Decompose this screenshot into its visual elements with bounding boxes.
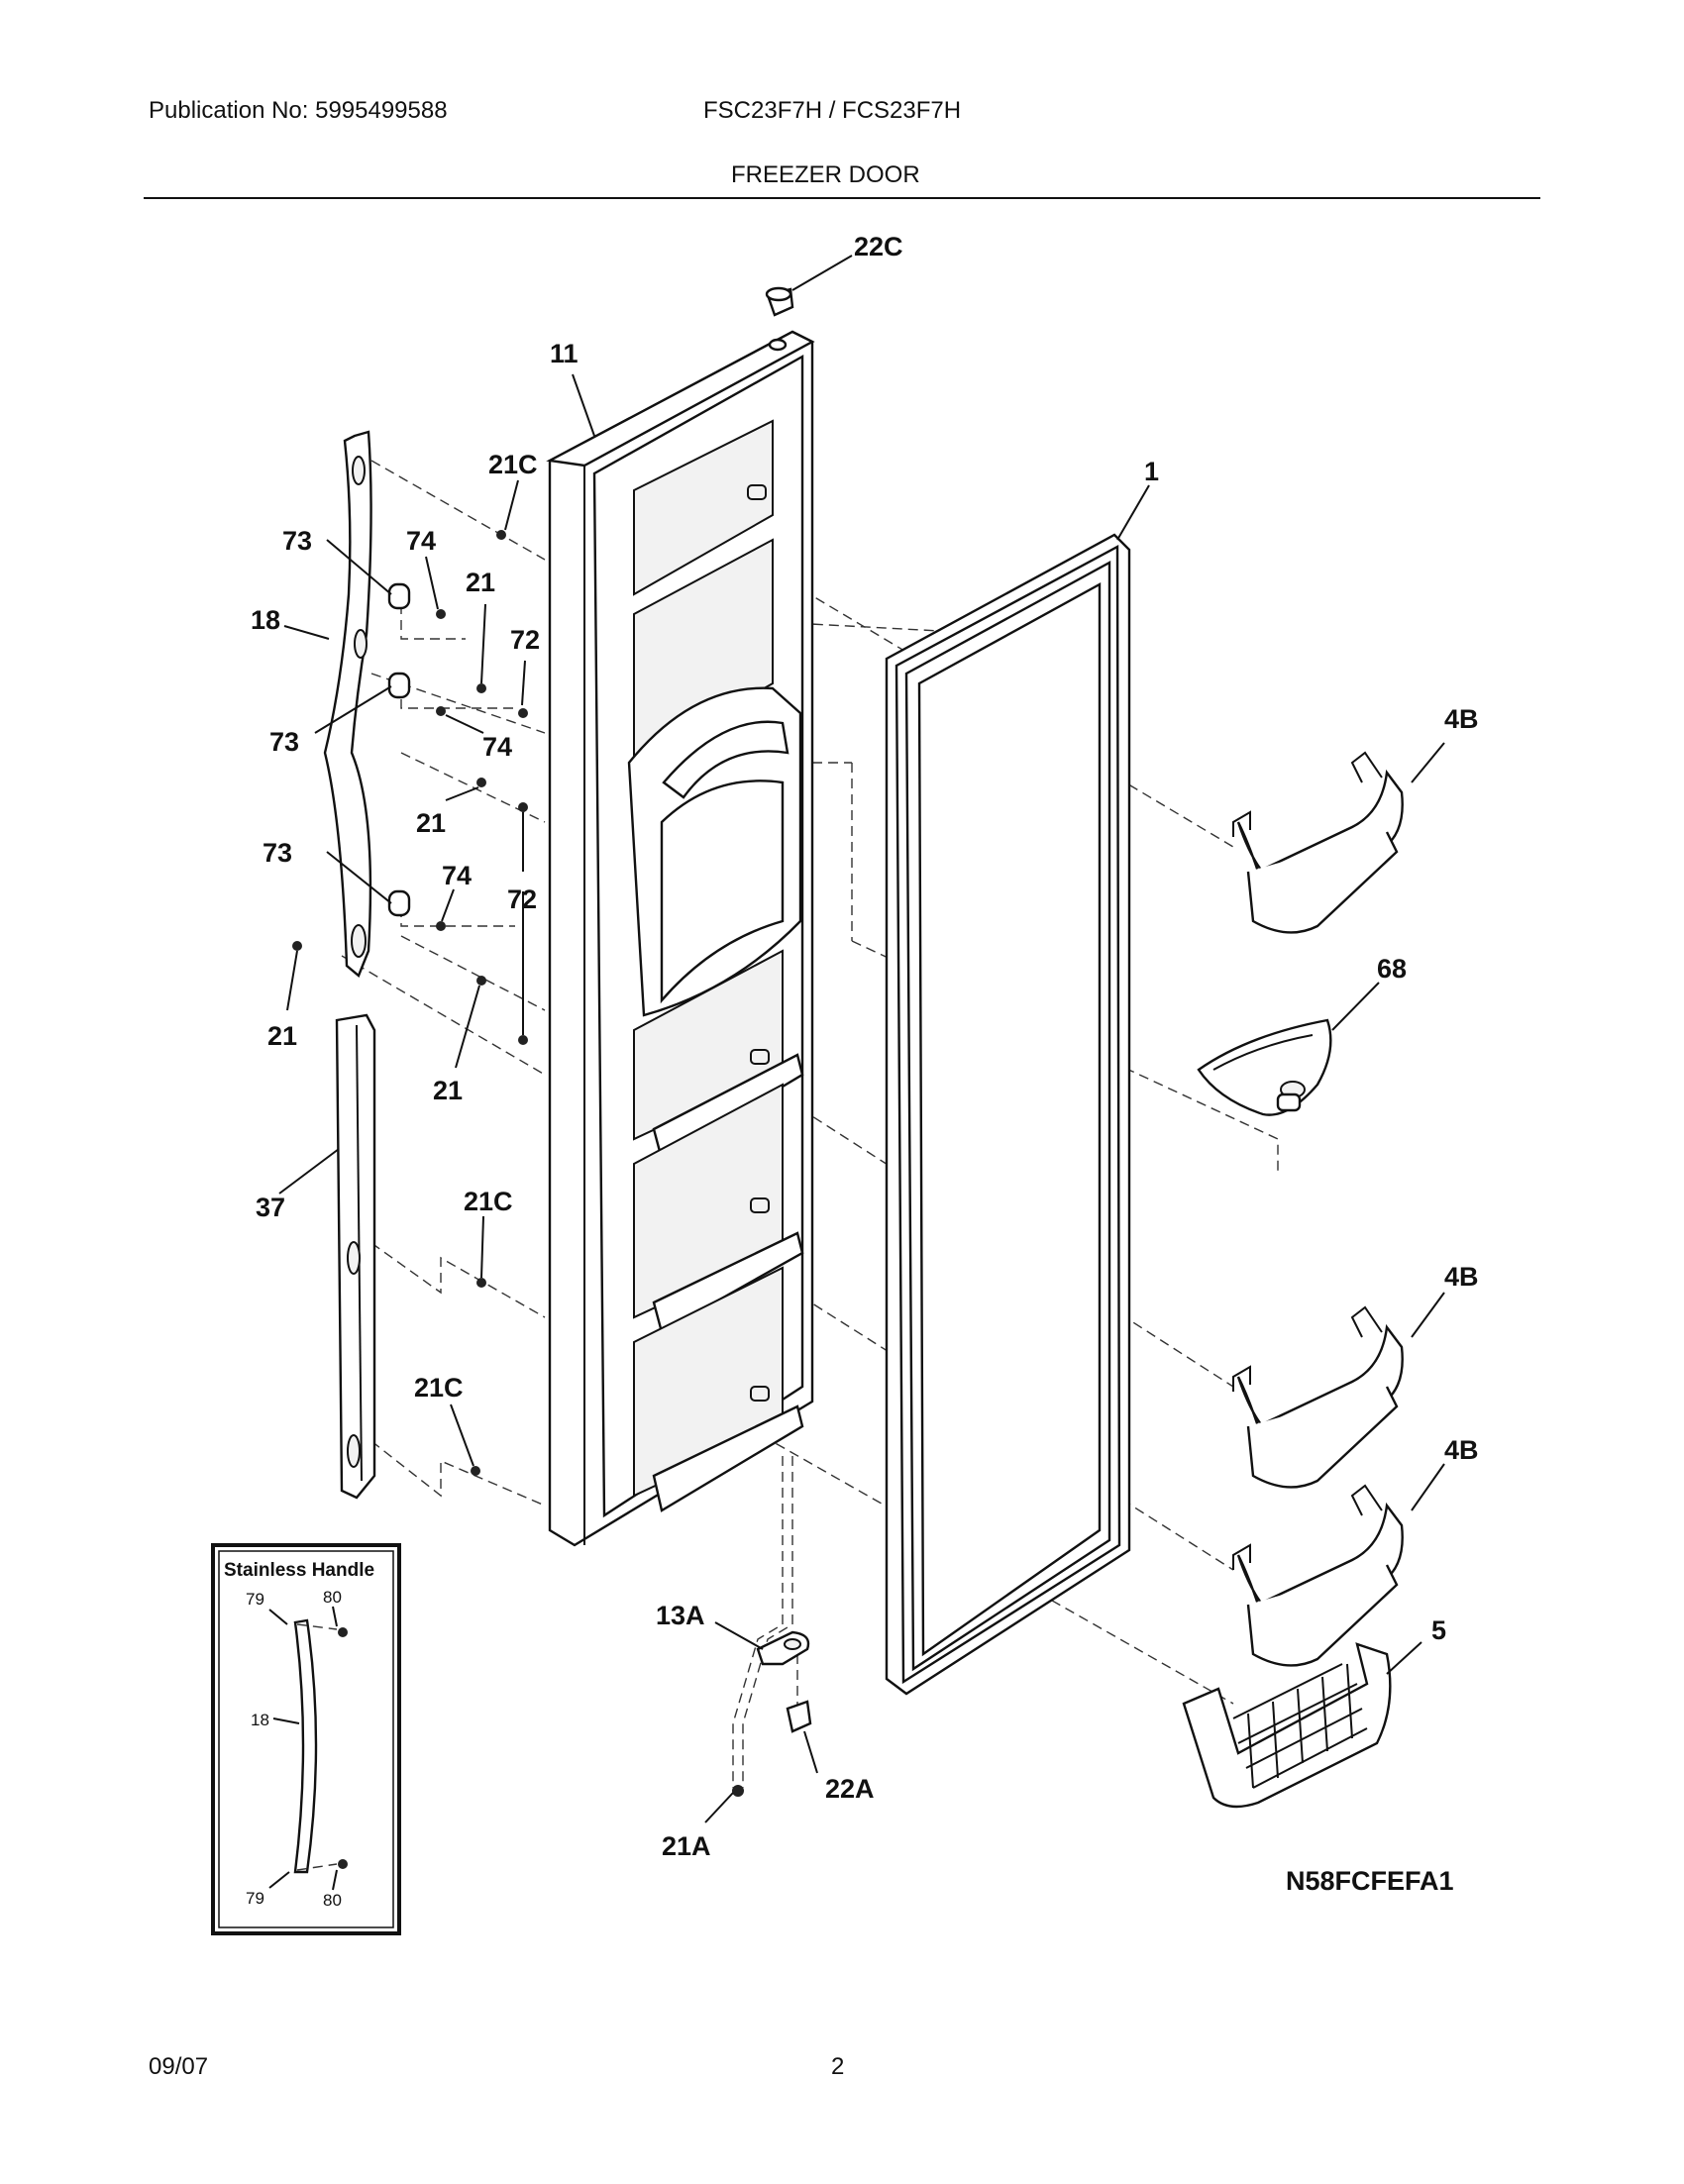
- door-bin-4b-middle: [1232, 1305, 1404, 1489]
- ice-scoop-holder: [1197, 1018, 1332, 1116]
- callout-37: 37: [256, 1193, 285, 1222]
- callout-73-c: 73: [263, 838, 292, 868]
- callout-5: 5: [1431, 1615, 1446, 1645]
- bottom-hinge: [732, 1630, 812, 1797]
- callout-21-b: 21: [416, 808, 446, 838]
- inset-callout-80-bottom: 80: [323, 1891, 342, 1910]
- callout-74-a: 74: [406, 526, 436, 556]
- callout-21-d: 21: [433, 1076, 463, 1105]
- callout-72-a: 72: [510, 625, 540, 655]
- screws: [292, 530, 528, 1476]
- wire-basket: [1182, 1642, 1392, 1809]
- callout-11: 11: [550, 339, 579, 368]
- model-numbers: FSC23F7H / FCS23F7H: [703, 97, 962, 124]
- callout-21-c: 21: [267, 1021, 297, 1051]
- section-title: FREEZER DOOR: [731, 161, 920, 188]
- footer-date: 09/07: [149, 2053, 209, 2080]
- callout-13a: 13A: [656, 1601, 705, 1630]
- callout-72-b: 72: [507, 884, 537, 914]
- publication-number: Publication No: 5995499588: [149, 97, 448, 124]
- callout-4b-b: 4B: [1444, 1262, 1479, 1292]
- callout-4b-c: 4B: [1444, 1435, 1479, 1465]
- callout-22a: 22A: [825, 1774, 875, 1804]
- inset-callout-18: 18: [251, 1711, 269, 1729]
- callout-22c: 22C: [854, 232, 903, 261]
- page-number: 2: [831, 2053, 845, 2080]
- handle-37: [335, 1013, 376, 1500]
- callout-73-b: 73: [269, 727, 299, 757]
- callout-21c-top: 21C: [488, 450, 538, 479]
- callout-74-b: 74: [482, 732, 512, 762]
- callout-21c-low: 21C: [414, 1373, 464, 1403]
- callout-21a: 21A: [662, 1831, 711, 1861]
- callout-1: 1: [1144, 457, 1159, 486]
- inset-callout-80-top: 80: [323, 1588, 342, 1607]
- callout-18: 18: [251, 605, 280, 635]
- door-bin-4b-top: [1232, 751, 1404, 934]
- callout-68: 68: [1377, 954, 1407, 984]
- callout-leaders: [278, 255, 1445, 1823]
- freezer-door-liner: [546, 330, 815, 1547]
- diagram-code: N58FCFEFA1: [1286, 1866, 1454, 1896]
- callout-21c-mid: 21C: [464, 1187, 513, 1216]
- inset-callout-79-bottom: 79: [246, 1889, 264, 1908]
- top-hinge-bushing: [765, 286, 794, 317]
- callout-4b-a: 4B: [1444, 704, 1479, 734]
- door-gasket: [885, 533, 1131, 1696]
- callout-73-a: 73: [282, 526, 312, 556]
- inset-callout-79-top: 79: [246, 1590, 264, 1609]
- handle-bushings: [387, 582, 411, 917]
- door-bin-4b-bottom: [1232, 1484, 1404, 1667]
- inset-title: Stainless Handle: [224, 1560, 374, 1581]
- callout-21-a: 21: [466, 568, 495, 597]
- callout-labels: 22C 11 21C 1 73 74 21 18 72 73 74 21 73 …: [251, 232, 1479, 1896]
- stainless-handle-inset: Stainless Handle 79 80 18 79 80: [211, 1543, 401, 1935]
- callout-74-c: 74: [442, 861, 472, 890]
